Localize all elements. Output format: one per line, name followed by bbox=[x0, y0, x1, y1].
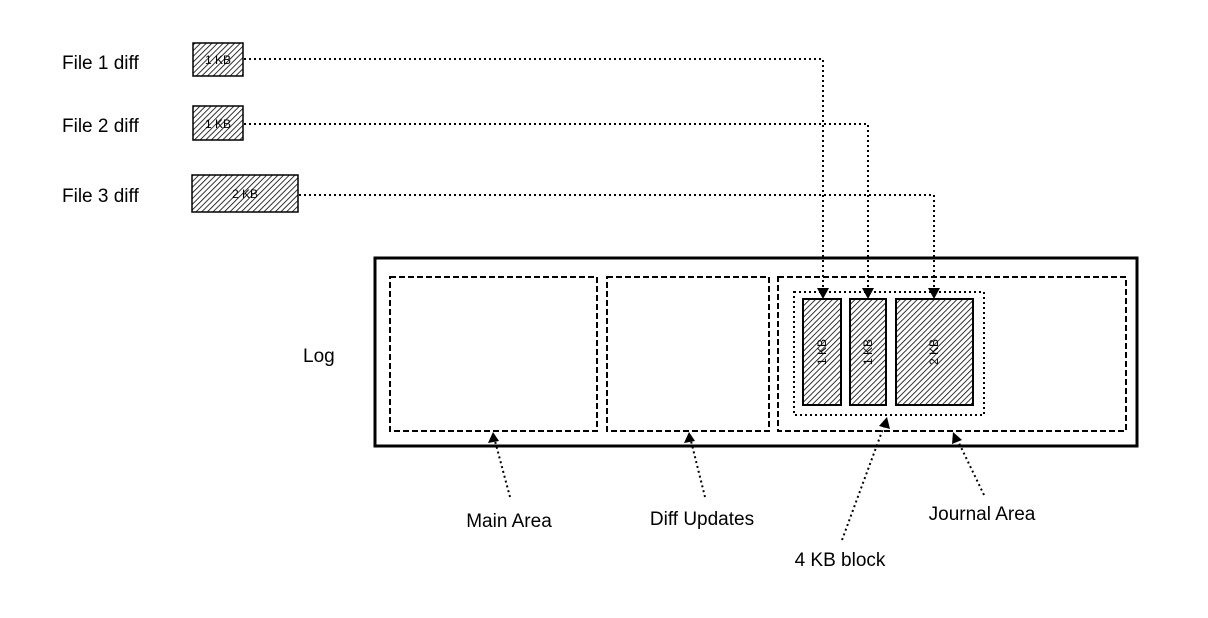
file-2-diff-label: File 2 diff bbox=[62, 116, 139, 137]
main-area-label: Main Area bbox=[466, 511, 552, 532]
file-1-diff-box: 1 KB bbox=[192, 42, 244, 77]
block-entry-2-label: 1 KB bbox=[861, 339, 875, 365]
journal-area-pointer bbox=[952, 432, 985, 496]
file-2-diff-box: 1 KB bbox=[192, 105, 244, 141]
block-entry-1-label: 1 KB bbox=[815, 339, 829, 365]
file-3-diff-size: 2 KB bbox=[232, 187, 258, 201]
block-4kb-box bbox=[793, 291, 985, 416]
log-box bbox=[373, 256, 1139, 448]
file-1-diff-label: File 1 diff bbox=[62, 53, 139, 74]
block-4kb-pointer bbox=[841, 417, 890, 541]
block-entry-3-label: 2 KB bbox=[927, 339, 941, 365]
block-entry-3: 2 KB bbox=[895, 298, 974, 406]
file-1-connector bbox=[244, 58, 829, 299]
main-area-box bbox=[389, 276, 598, 432]
main-area-pointer bbox=[488, 432, 511, 498]
diff-updates-label: Diff Updates bbox=[650, 509, 754, 530]
diff-updates-box bbox=[606, 276, 770, 432]
file-3-diff-box: 2 KB bbox=[191, 174, 299, 213]
block-4kb-label: 4 KB block bbox=[795, 550, 886, 571]
file-2-connector bbox=[244, 123, 874, 299]
file-3-connector bbox=[299, 194, 940, 299]
diff-updates-pointer bbox=[684, 432, 706, 498]
journal-area-label: Journal Area bbox=[929, 504, 1036, 525]
journal-area-box bbox=[777, 276, 1127, 432]
block-entry-2: 1 KB bbox=[849, 298, 887, 406]
log-label: Log bbox=[303, 346, 335, 367]
file-3-diff-label: File 3 diff bbox=[62, 186, 139, 207]
block-entry-1: 1 KB bbox=[802, 298, 842, 406]
file-2-diff-size: 1 KB bbox=[205, 117, 231, 131]
file-1-diff-size: 1 KB bbox=[205, 53, 231, 67]
